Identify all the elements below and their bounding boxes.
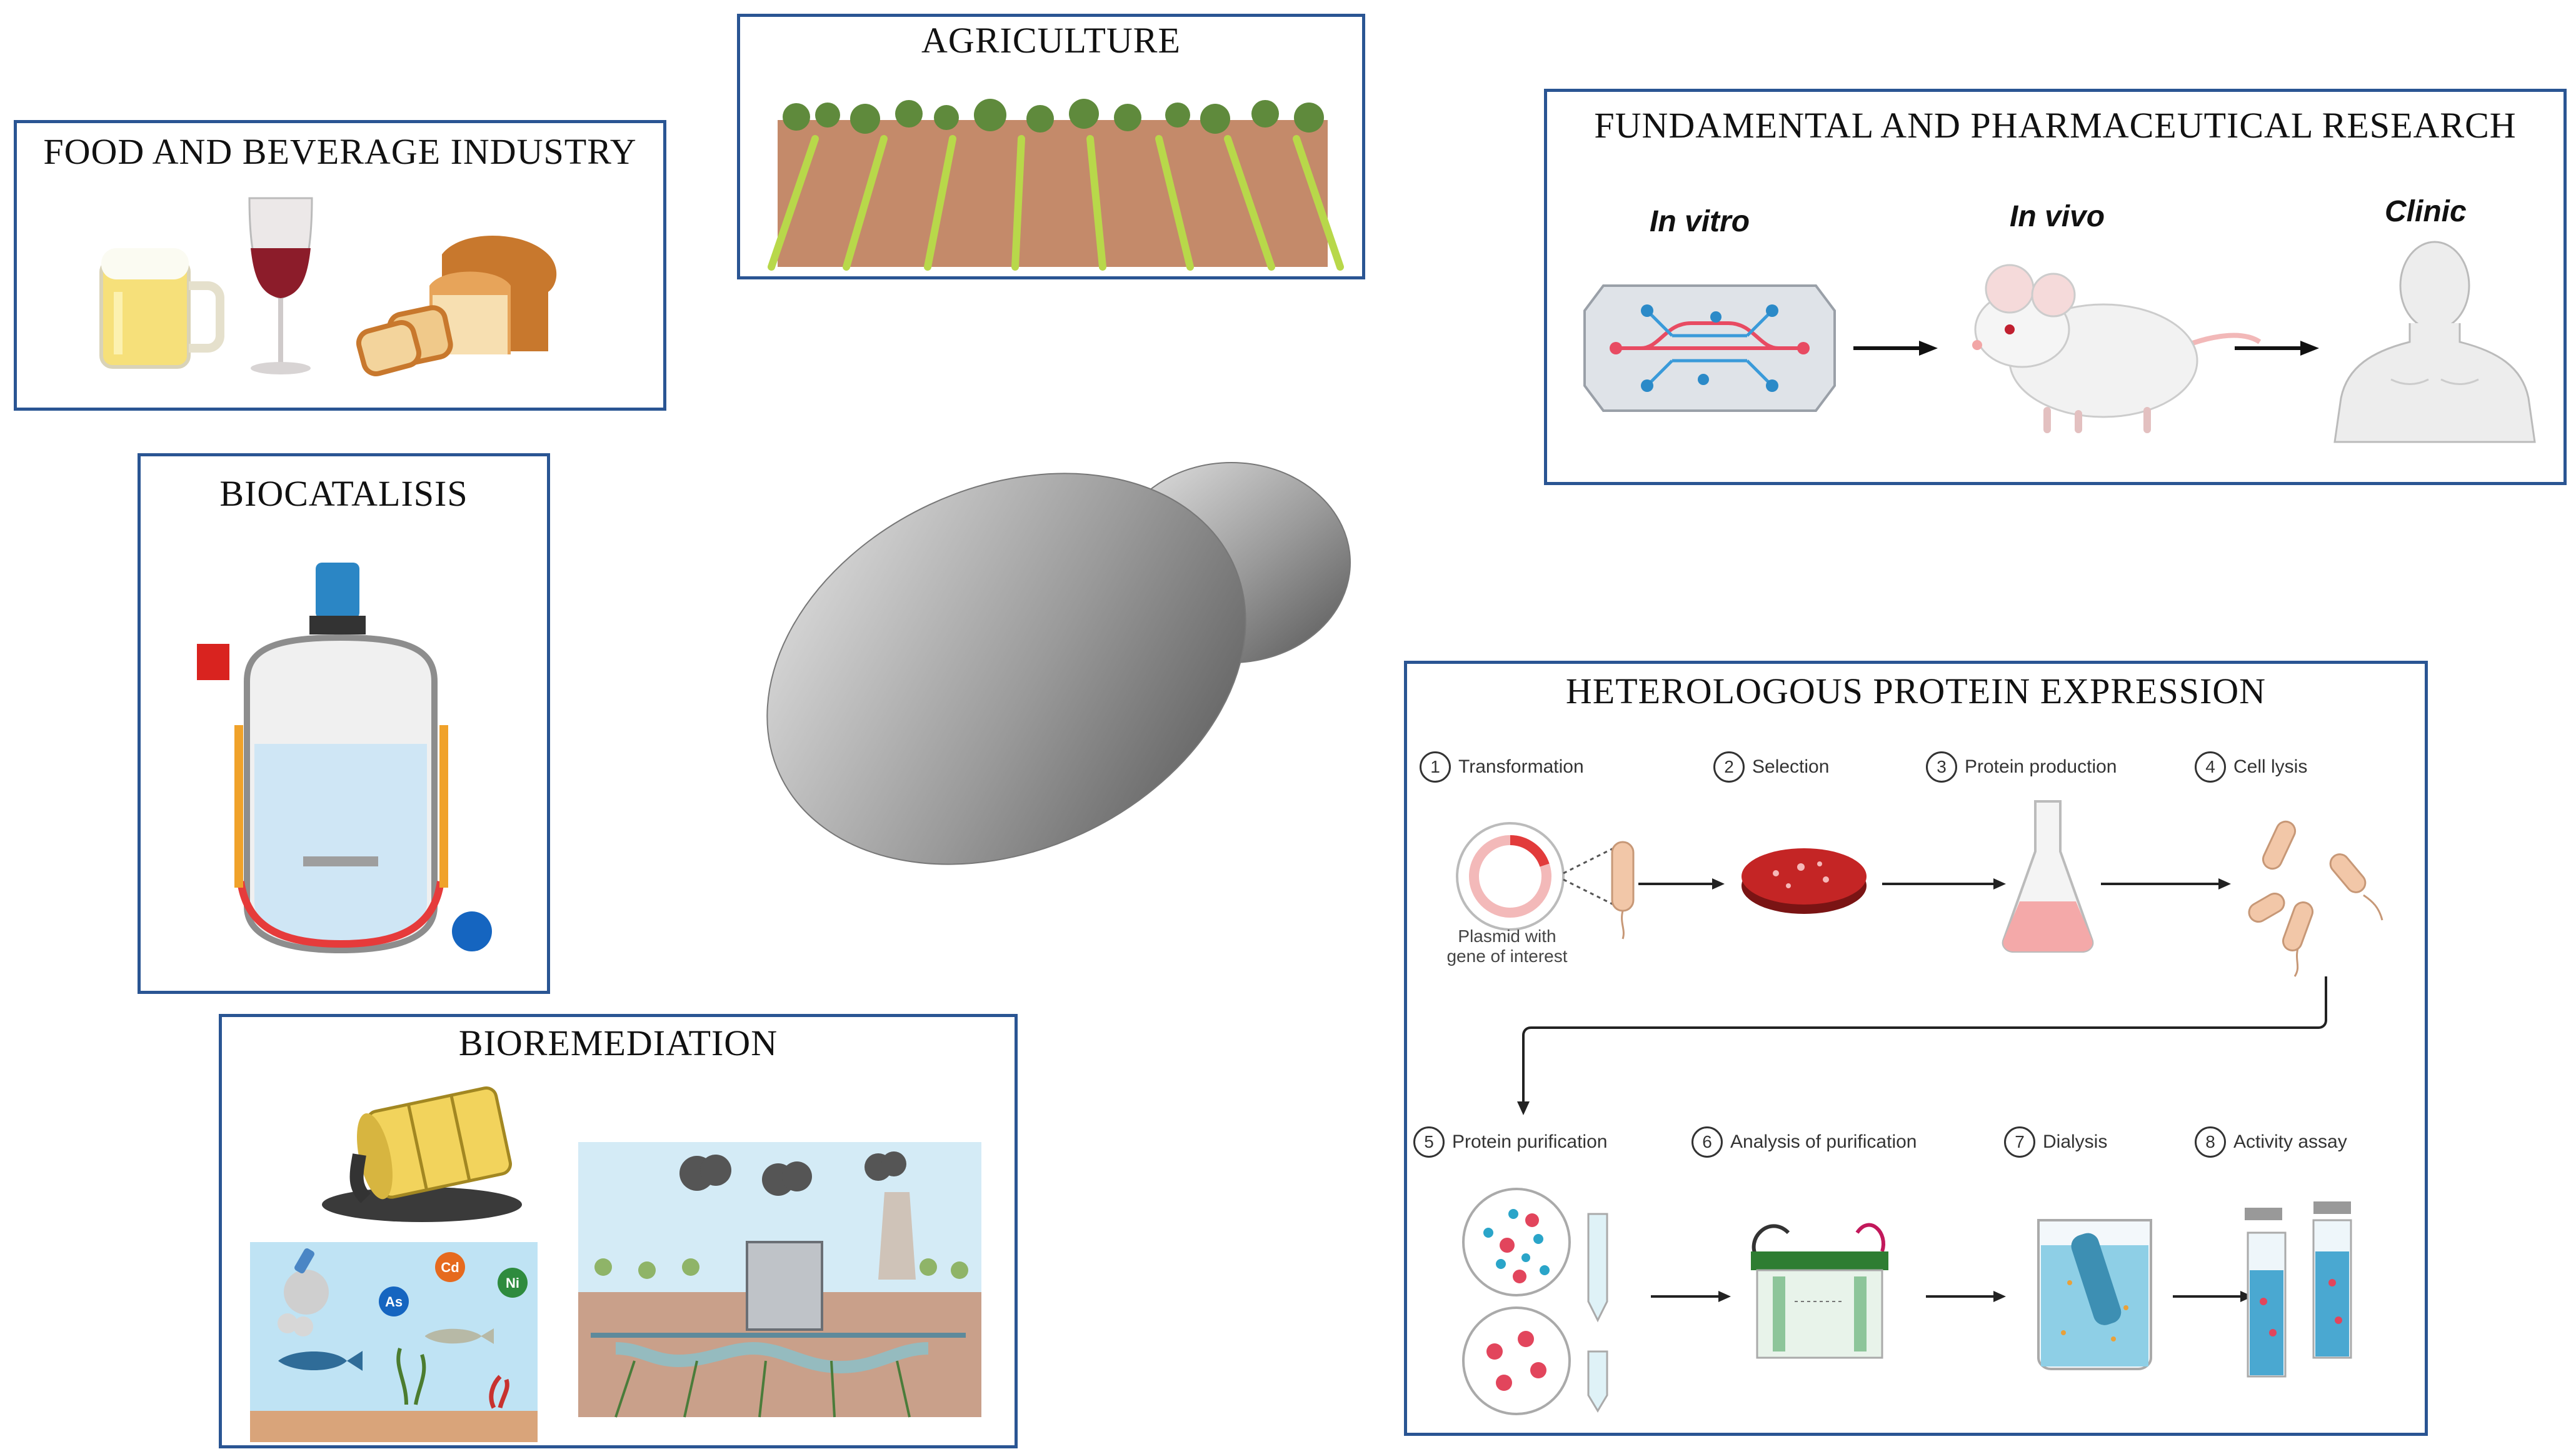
step-8: 8 Activity assay: [2195, 1126, 2347, 1158]
step-label: Protein production: [1965, 756, 2117, 777]
electrophoresis-icon: [1751, 1223, 1888, 1359]
step-4: 4 Cell lysis: [2195, 751, 2307, 783]
crop-field-icon: [768, 99, 1344, 271]
step-number: 7: [2004, 1126, 2035, 1158]
stage-clinic-label: Clinic: [2385, 195, 2467, 228]
step-label: Transformation: [1458, 756, 1584, 777]
step-number: 4: [2195, 751, 2226, 783]
step-label: Activity assay: [2233, 1131, 2347, 1152]
arrow-right-icon: [2173, 1291, 2253, 1302]
step-number: 8: [2195, 1126, 2226, 1158]
factory-field-icon: [578, 1142, 981, 1418]
protein-expression-panel: HETEROLOGOUS PROTEIN EXPRESSION 1 Transfo…: [1404, 661, 2428, 1436]
arrow-right-icon: [2101, 878, 2231, 890]
human-icon: [2333, 241, 2536, 443]
step-6: 6 Analysis of purification: [1691, 1126, 1917, 1158]
step-number: 6: [1691, 1126, 1723, 1158]
dialysis-beaker-icon: [2037, 1219, 2152, 1370]
step-1: 1 Transformation: [1420, 751, 1584, 783]
purification-icon: [1462, 1188, 1608, 1415]
flask-icon: [2002, 800, 2094, 953]
cell-lysis-icon: [2248, 820, 2383, 977]
arrow-right-icon: [1882, 878, 2006, 890]
beer-mug-icon: [99, 248, 224, 369]
panel-title: BIOREMEDIATION: [458, 1023, 778, 1063]
step-7: 7 Dialysis: [2004, 1126, 2107, 1158]
step-label: Protein purification: [1452, 1131, 1608, 1152]
step-label: Selection: [1752, 756, 1830, 777]
step-2: 2 Selection: [1713, 751, 1829, 783]
panel-title: FOOD AND BEVERAGE INDUSTRY: [43, 131, 637, 172]
step-number: 5: [1413, 1126, 1445, 1158]
food-beverage-panel: FOOD AND BEVERAGE INDUSTRY: [14, 120, 666, 411]
step-5: 5 Protein purification: [1413, 1126, 1607, 1158]
bioremediation-panel: BIOREMEDIATION As Cd Ni: [219, 1014, 1018, 1448]
step-label: Dialysis: [2043, 1131, 2108, 1152]
arrow-right-icon: [1651, 1291, 1731, 1302]
plasmid-note-line-1: Plasmid with: [1458, 926, 1556, 946]
panel-title: AGRICULTURE: [921, 20, 1181, 61]
step-3: 3 Protein production: [1926, 751, 2117, 783]
step-label: Cell lysis: [2233, 756, 2308, 777]
stage-in-vitro-label: In vitro: [1650, 205, 1750, 238]
research-panel: FUNDAMENTAL AND PHARMACEUTICAL RESEARCH …: [1544, 89, 2567, 485]
panel-title: HETEROLOGOUS PROTEIN EXPRESSION: [1565, 671, 2267, 711]
ion-cd-label: Cd: [441, 1260, 459, 1275]
process-connector-arrow: [1517, 976, 2327, 1115]
bioreactor-icon: [197, 563, 492, 954]
petri-dish-icon: [1742, 848, 1867, 914]
arrow-right-icon: [1926, 1291, 2006, 1302]
organ-chip-icon: [1583, 284, 1836, 412]
oil-barrel-spill-icon: [322, 1086, 522, 1222]
cuvette-icon: [2245, 1201, 2352, 1378]
arrow-right-icon: [2235, 341, 2319, 356]
red-marker: [197, 644, 229, 680]
stage-in-vivo-label: In vivo: [2010, 200, 2105, 233]
step-number: 2: [1713, 751, 1745, 783]
step-label: Analysis of purification: [1730, 1131, 1917, 1152]
bread-loaf-icon: [356, 236, 557, 376]
plasmid-note-line-2: gene of interest: [1446, 946, 1568, 966]
agriculture-panel: AGRICULTURE: [737, 14, 1365, 279]
mouse-icon: [1972, 264, 2262, 433]
step-number: 1: [1420, 751, 1451, 783]
ion-as-label: As: [385, 1294, 403, 1310]
panel-title: FUNDAMENTAL AND PHARMACEUTICAL RESEARCH: [1594, 105, 2517, 146]
budding-yeast-cell-icon: [766, 462, 1351, 865]
wine-glass-icon: [248, 197, 313, 374]
ion-ni-label: Ni: [506, 1275, 519, 1291]
plasmid-note: Plasmid with gene of interest: [1429, 926, 1585, 966]
arrow-right-icon: [1853, 341, 1938, 356]
arrow-right-icon: [1638, 878, 1725, 890]
panel-title: BIOCATALISIS: [219, 473, 468, 514]
biocatalysis-panel: BIOCATALISIS: [138, 453, 550, 994]
plasmid-icon: [1456, 822, 1635, 940]
step-number: 3: [1926, 751, 1957, 783]
polluted-sea-icon: As Cd Ni: [250, 1242, 538, 1442]
